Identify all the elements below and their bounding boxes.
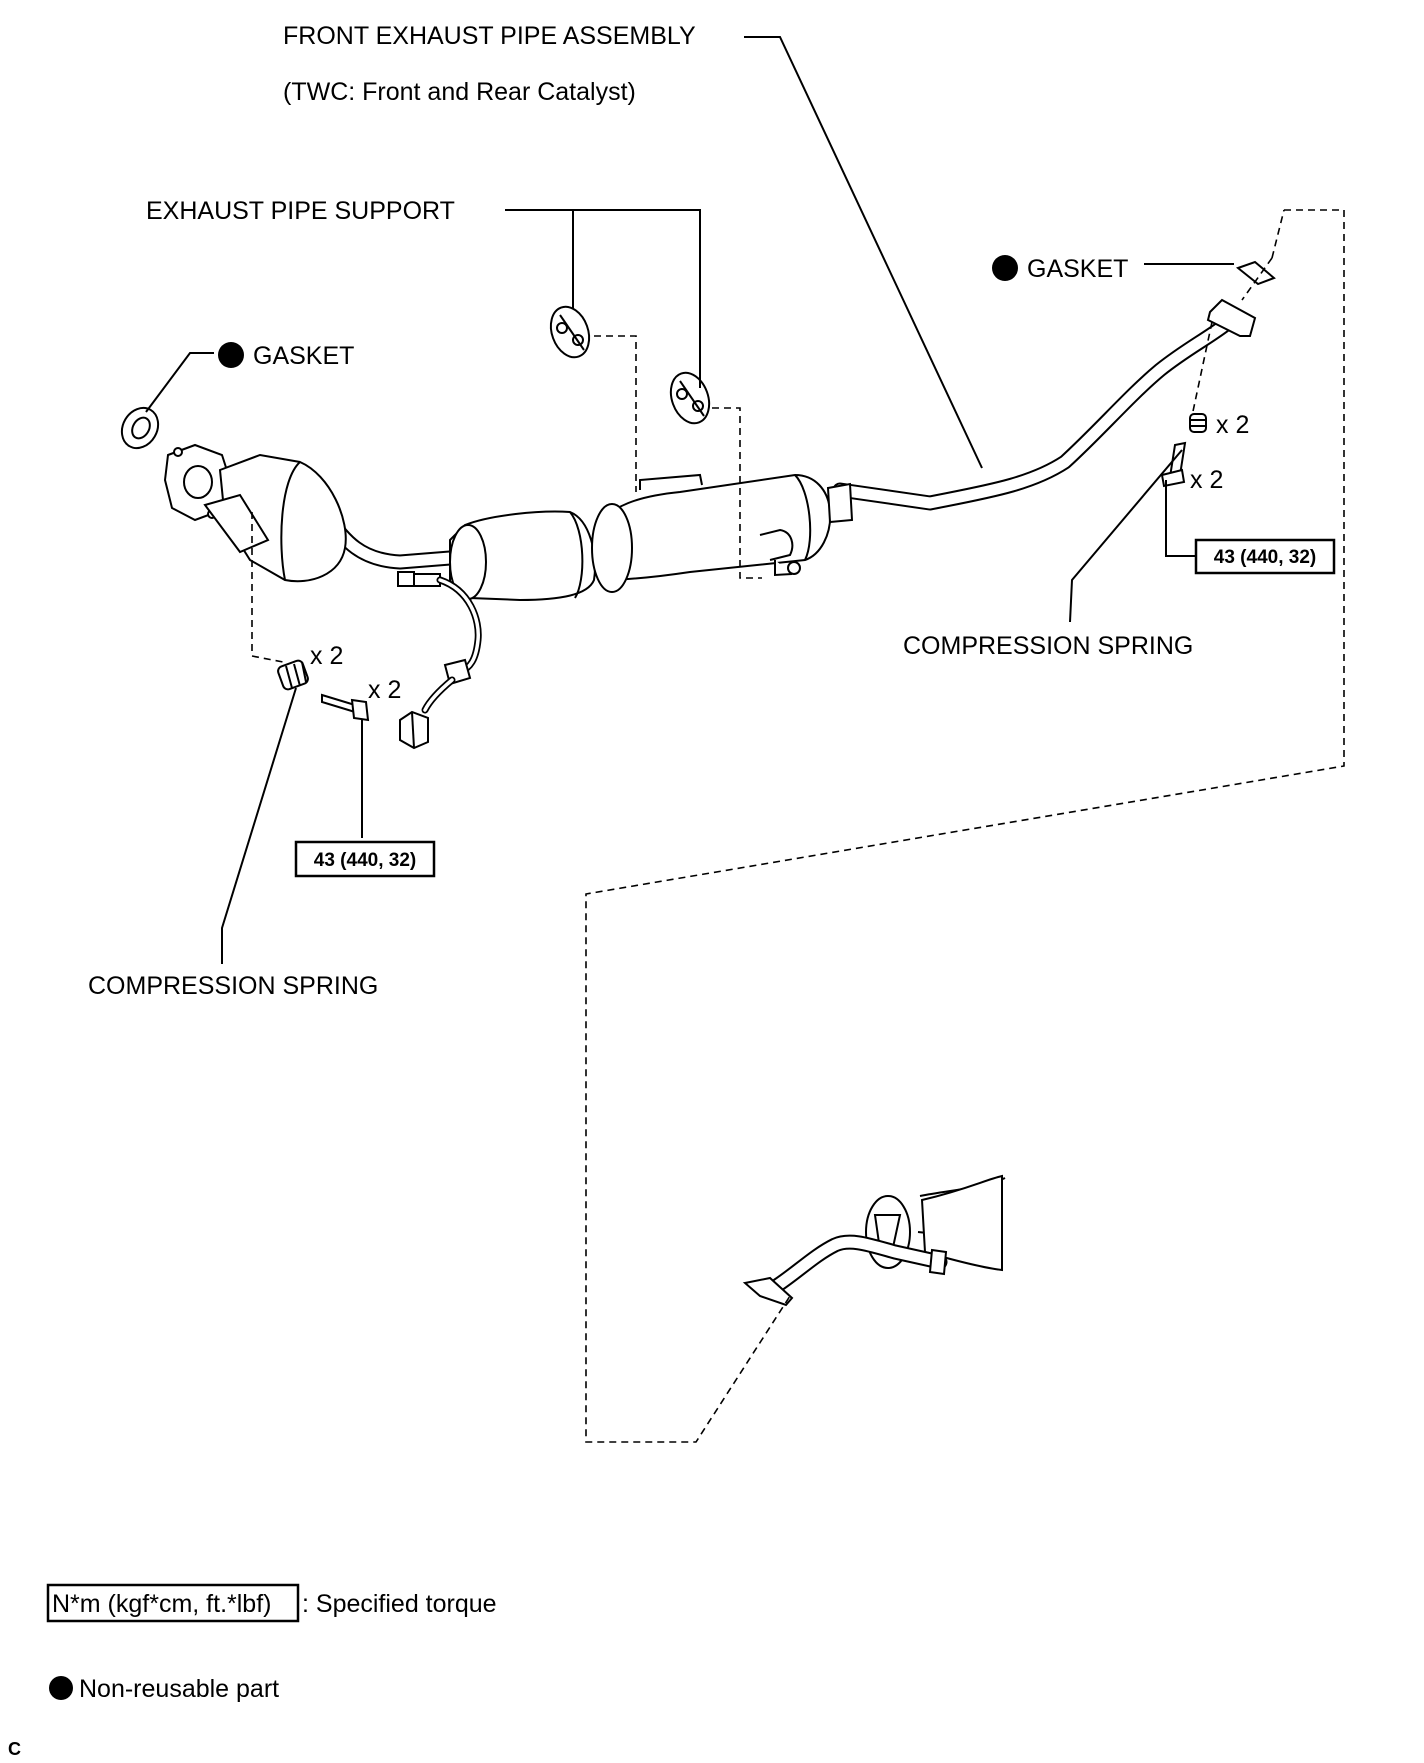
front-gasket <box>120 406 160 450</box>
label-front-exhaust-pipe-assembly: FRONT EXHAUST PIPE ASSEMBLY <box>283 22 696 50</box>
exhaust-pipe-support-1 <box>549 305 591 359</box>
label-compression-spring-left: COMPRESSION SPRING <box>88 972 378 1000</box>
label-gasket-right: GASKET <box>1027 255 1128 283</box>
label-x2-spring-left: x 2 <box>310 642 343 670</box>
compression-spring-right <box>1189 413 1207 433</box>
torque-box-left: 43 (440, 32) <box>294 840 436 878</box>
corner-mark: C <box>8 1739 21 1759</box>
torque-value-left: 43 (440, 32) <box>314 850 416 871</box>
nonreusable-marker-icon <box>992 255 1018 281</box>
exhaust-pipe-support-2 <box>669 371 711 425</box>
legend-torque-box <box>46 1583 300 1623</box>
legend: N*m (kgf*cm, ft.*lbf) : Specified torque… <box>46 1583 497 1703</box>
legend-nonreusable-desc: Non-reusable part <box>79 1675 279 1703</box>
label-gasket-left: GASKET <box>253 342 354 370</box>
rear-gasket <box>1235 260 1276 286</box>
leader-lines <box>145 36 1234 964</box>
label-x2-spring-right: x 2 <box>1216 411 1249 439</box>
tail-pipe-muffler <box>742 1174 1006 1307</box>
rear-flange <box>1206 298 1257 337</box>
nonreusable-marker-icon <box>218 342 244 368</box>
label-compression-spring-right: COMPRESSION SPRING <box>903 632 1193 660</box>
torque-box-right: 43 (440, 32) <box>1194 538 1336 575</box>
legend-torque-unit: N*m (kgf*cm, ft.*lbf) <box>52 1590 271 1618</box>
alignment-dashed-lines <box>251 209 1345 1443</box>
label-x2-bolt-left: x 2 <box>368 676 401 704</box>
compression-spring-left <box>277 659 309 691</box>
bolt-right <box>1160 441 1187 488</box>
label-x2-bolt-right: x 2 <box>1190 466 1223 494</box>
bolt-left <box>321 693 370 722</box>
label-front-exhaust-pipe-sub: (TWC: Front and Rear Catalyst) <box>283 78 636 106</box>
front-exhaust-pipe-assembly <box>163 317 1233 602</box>
nonreusable-marker-icon <box>49 1676 73 1700</box>
oxygen-sensor <box>397 571 482 750</box>
label-exhaust-pipe-support: EXHAUST PIPE SUPPORT <box>146 197 455 225</box>
torque-value-right: 43 (440, 32) <box>1214 547 1316 568</box>
legend-torque-desc: : Specified torque <box>302 1590 497 1618</box>
